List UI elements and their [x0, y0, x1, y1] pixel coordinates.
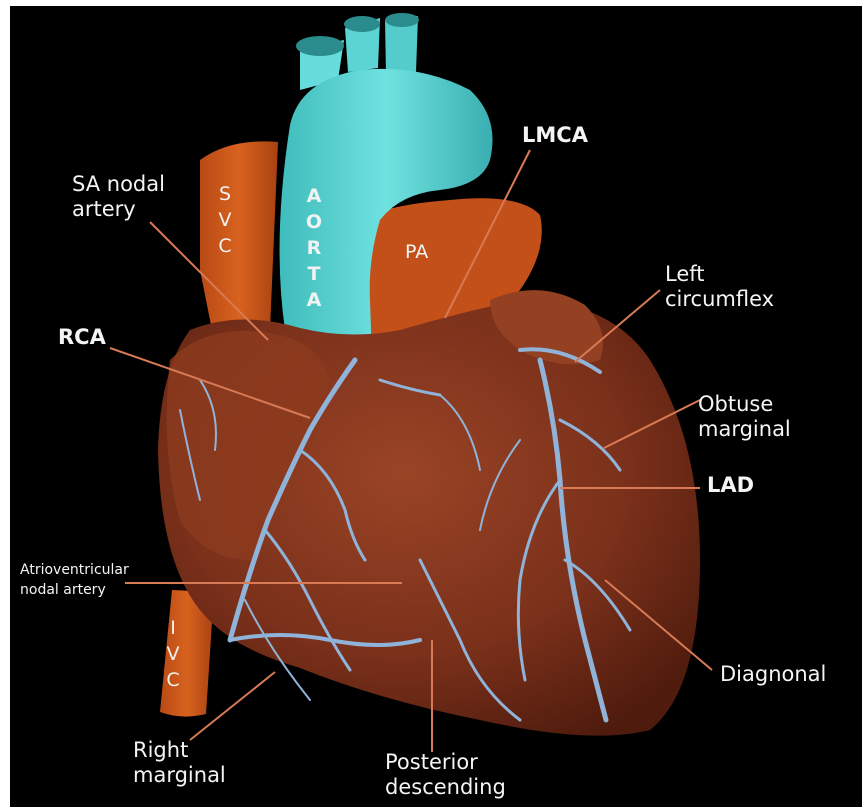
label-diagnonal: Diagnonal	[720, 662, 826, 687]
label-av-nodal-artery: Atrioventricular nodal artery	[20, 560, 129, 600]
label-right-marginal: Right marginal	[133, 738, 226, 788]
label-left-circumflex: Left circumflex	[665, 262, 774, 312]
label-sa-nodal-artery: SA nodal artery	[72, 172, 165, 222]
label-svc: S V C	[216, 181, 234, 259]
label-lmca: LMCA	[522, 123, 588, 148]
label-obtuse-marginal: Obtuse marginal	[698, 392, 791, 442]
label-posterior-descending: Posterior descending	[385, 750, 506, 800]
svc-vessel	[200, 141, 278, 337]
label-ivc: I V C	[164, 615, 182, 693]
label-aorta: A O R T A	[305, 183, 323, 313]
label-pa: PA	[405, 240, 428, 265]
label-rca: RCA	[58, 325, 106, 350]
label-lad: LAD	[707, 473, 754, 498]
